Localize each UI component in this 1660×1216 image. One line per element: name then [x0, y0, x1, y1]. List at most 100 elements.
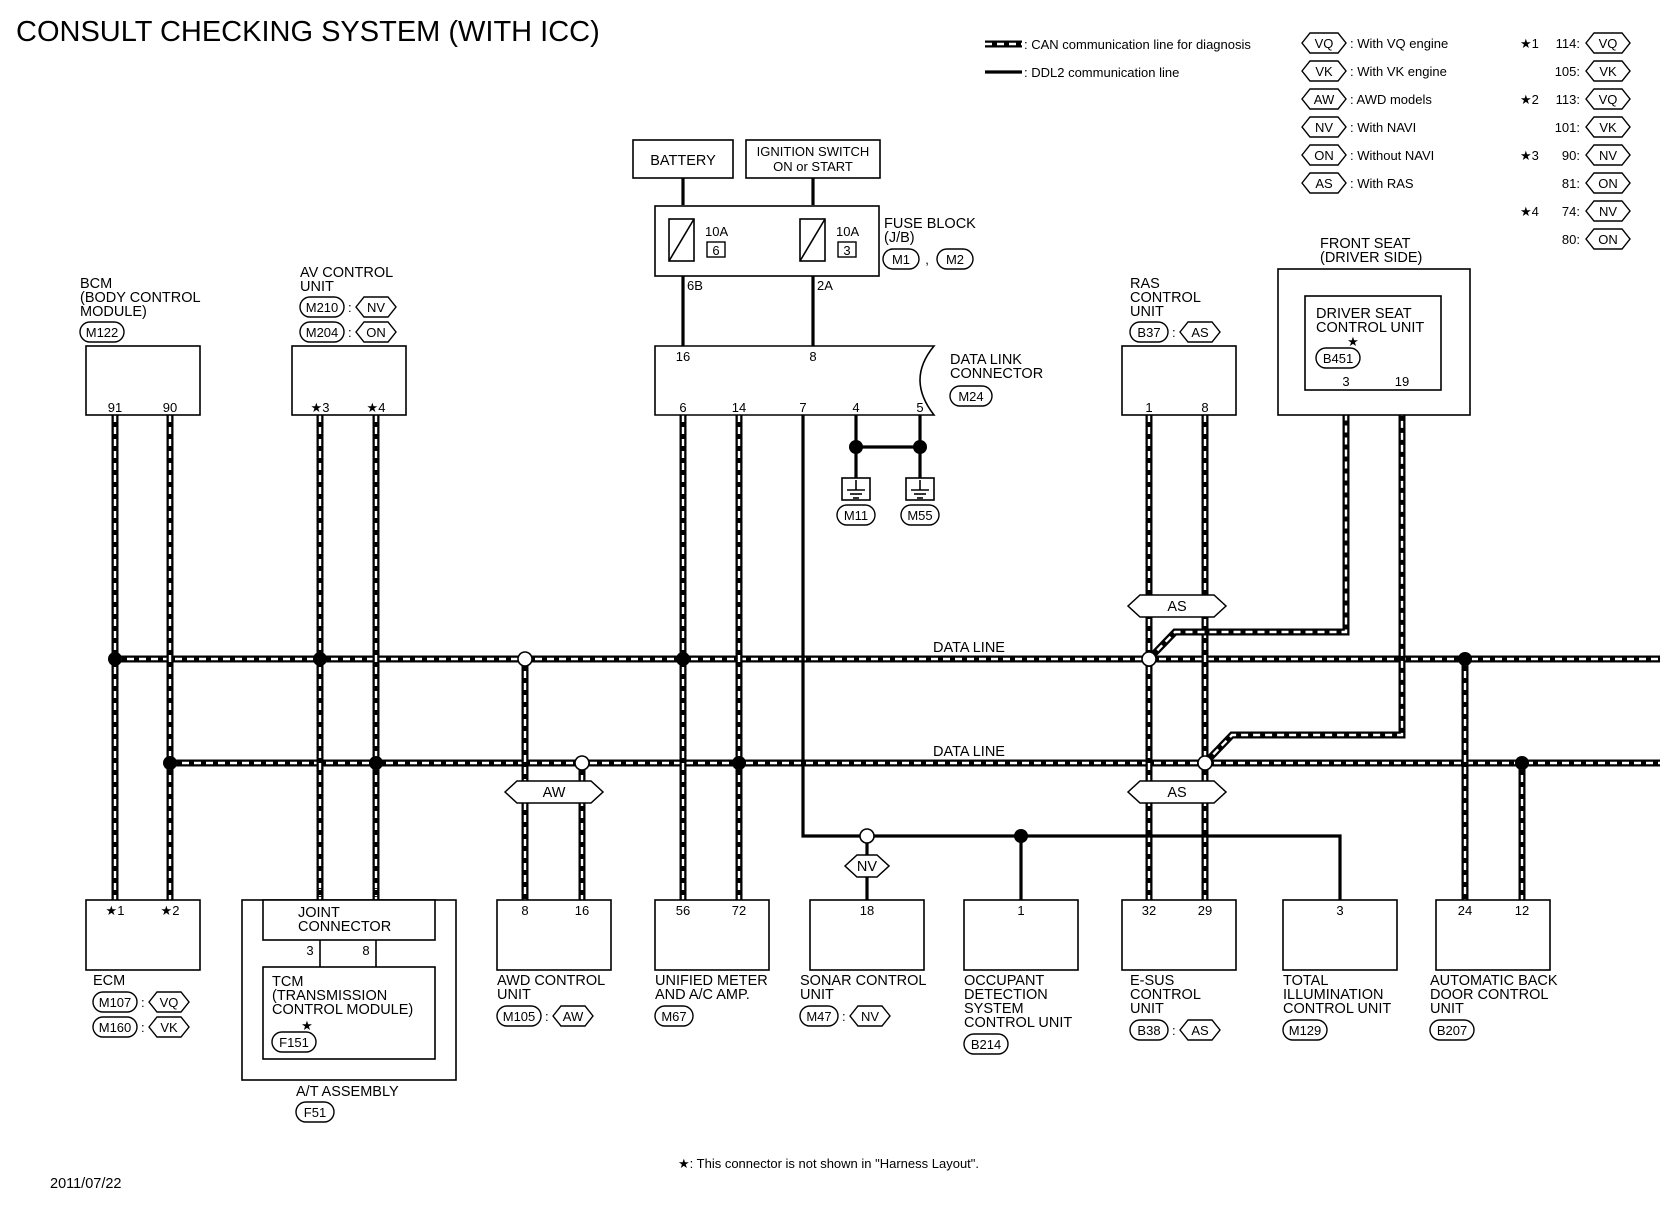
bcm-box-pin-1: 90	[163, 400, 177, 415]
illum-label-2: CONTROL UNIT	[1283, 1001, 1391, 1017]
legend-star-pin-7: 80:	[1562, 232, 1580, 247]
tcm-conn: F151	[271, 1031, 317, 1053]
bcm-label-0: BCM	[80, 276, 112, 292]
tag-nv: NV	[843, 854, 891, 878]
sonar-box	[809, 899, 925, 971]
occupant-label-3: CONTROL UNIT	[964, 1015, 1072, 1031]
joint-label-0: JOINT	[298, 905, 340, 921]
seat-label-1: CONTROL UNIT	[1316, 320, 1424, 336]
ecm-tag-2-code-text: VK	[160, 1020, 178, 1035]
ecm-tag-2-colon: :	[141, 1020, 145, 1035]
ecm-tag-2-conn: M160	[92, 1016, 138, 1038]
at-assembly-conn: F51	[295, 1101, 335, 1123]
occupant-conn: B214	[963, 1033, 1009, 1055]
esus-label-1: CONTROL	[1130, 987, 1201, 1003]
esus-tag-conn: B38	[1129, 1019, 1169, 1041]
meter-box	[654, 899, 770, 971]
svg-text:M1: M1	[892, 252, 910, 267]
meter-label-0: UNIFIED METER	[655, 973, 768, 989]
tcm-label-0: TCM	[272, 974, 303, 990]
splice-open-2	[574, 755, 590, 771]
tcm-conn-text: F151	[279, 1035, 309, 1050]
av-box-pin-0: ★3	[311, 400, 330, 415]
fuse-a: 10A 6	[668, 218, 728, 262]
av-tag-2-colon: :	[348, 325, 352, 340]
legend-star-pin-4: 90:	[1562, 148, 1580, 163]
ras-tag-code-text: AS	[1191, 325, 1209, 340]
legend-code-vq: VQ	[1301, 32, 1347, 54]
ras-tag-conn-text: B37	[1137, 325, 1160, 340]
svg-text:6: 6	[712, 243, 719, 258]
wire-seat-3	[1146, 390, 1350, 662]
ras-box	[1121, 345, 1237, 416]
av-tag-1-conn: M210	[299, 296, 345, 318]
legend-star-code-2-text: VQ	[1599, 92, 1618, 107]
av-label-1: UNIT	[300, 279, 334, 295]
backdoor-box-pin-1: 12	[1515, 903, 1529, 918]
tcm-label-2: CONTROL MODULE)	[272, 1002, 413, 1018]
fuse-block-connectors: M1 , M2	[882, 248, 974, 270]
awd-label-1: UNIT	[497, 987, 531, 1003]
tag-as-upper-text: AS	[1167, 599, 1186, 615]
ecm-box	[85, 899, 201, 971]
awd-tag-conn: M105	[496, 1005, 542, 1027]
legend-star-2: ★2	[1520, 92, 1539, 107]
legend-star-pin-2: 113:	[1556, 92, 1580, 107]
joint-pin-top-1: 8	[372, 885, 379, 900]
ecm-tag-1-conn-text: M107	[99, 995, 132, 1010]
ras-label-1: CONTROL	[1130, 290, 1201, 306]
bcm-label-2: MODULE)	[80, 304, 147, 320]
legend-star-code-3: VK	[1585, 116, 1631, 138]
occupant-label-1: DETECTION	[964, 987, 1048, 1003]
seat-label-0: DRIVER SEAT	[1316, 306, 1412, 322]
av-tag-2-conn-text: M204	[306, 325, 339, 340]
fuse-term-2a: 2A	[817, 278, 833, 293]
svg-text:M2: M2	[946, 252, 964, 267]
ecm-tag-2-conn-text: M160	[99, 1020, 132, 1035]
can-wires	[111, 390, 1526, 900]
data-line-label-upper: DATA LINE	[933, 640, 1005, 656]
illum-label-0: TOTAL	[1283, 973, 1328, 989]
joint-pin-mid-1: 8	[362, 943, 369, 958]
legend-can-text: : CAN communication line for diagnosis	[1024, 37, 1251, 52]
esus-tag-code: AS	[1179, 1019, 1221, 1041]
esus-tag-conn-text: B38	[1137, 1023, 1160, 1038]
power-wires	[681, 175, 815, 348]
diagram-date: 2011/07/22	[50, 1176, 122, 1192]
legend-star-pin-1: 105:	[1555, 64, 1580, 79]
legend-star-4: ★3	[1520, 148, 1539, 163]
awd-label-0: AWD CONTROL	[497, 973, 605, 989]
splice-solid-8	[1014, 829, 1028, 843]
seat-outer-label-1: (DRIVER SIDE)	[1320, 250, 1422, 266]
backdoor-label-2: UNIT	[1430, 1001, 1464, 1017]
joint-pin-top-0: 3	[316, 885, 323, 900]
av-tag-1-code-text: NV	[367, 300, 385, 315]
legend-code-aw-text: AW	[1314, 92, 1335, 107]
legend-code-vk: VK	[1301, 60, 1347, 82]
seat-star: ★	[1347, 334, 1359, 349]
splice-open-3	[1197, 755, 1213, 771]
av-tag-2-code: ON	[355, 321, 397, 343]
svg-text:14: 14	[732, 400, 746, 415]
sonar-tag-conn-text: M47	[806, 1009, 831, 1024]
ras-tag-conn: B37	[1129, 321, 1169, 343]
ras-box-pin-1: 8	[1201, 400, 1208, 415]
legend-star-code-2: VQ	[1585, 88, 1631, 110]
meter-box-pin-1: 72	[732, 903, 746, 918]
bcm-box-pin-0: 91	[108, 400, 122, 415]
sonar-tag-conn: M47	[799, 1005, 839, 1027]
bcm-box	[85, 345, 201, 416]
splice-solid-5	[369, 756, 383, 770]
awd-tag-code: AW	[552, 1005, 594, 1027]
at-assembly-conn-text: F51	[304, 1105, 326, 1120]
data-link-connector: 16 8 6 14 7 4 5	[654, 345, 936, 416]
av-box	[291, 345, 407, 416]
ground-wires	[854, 415, 922, 478]
esus-label-0: E-SUS	[1130, 973, 1174, 989]
occupant-conn-text: B214	[971, 1037, 1001, 1052]
splice-solid-0	[108, 652, 122, 666]
splice-open-0	[517, 651, 533, 667]
at-assembly-label: A/T ASSEMBLY	[296, 1084, 399, 1100]
data-line-label-lower: DATA LINE	[933, 744, 1005, 760]
